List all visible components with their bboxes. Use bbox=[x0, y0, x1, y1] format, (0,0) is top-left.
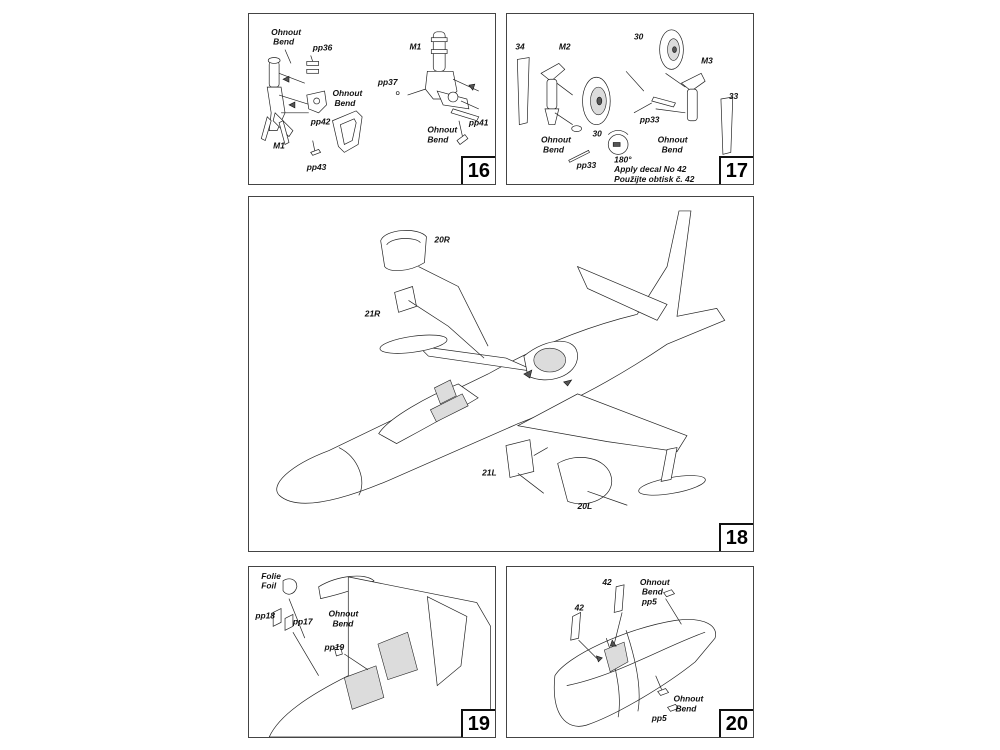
label-bend: Bend bbox=[332, 618, 354, 628]
panel-step-17: 34 M2 30 30 M3 33 pp33 Ohnout Bend Ohnou… bbox=[506, 13, 754, 185]
step-17-drawing: 34 M2 30 30 M3 33 pp33 Ohnout Bend Ohnou… bbox=[515, 29, 739, 184]
label-30: 30 bbox=[634, 32, 644, 42]
label-m1: M1 bbox=[410, 42, 422, 52]
label-ohnout: Ohnout bbox=[329, 608, 360, 618]
label-180-degrees: 180° bbox=[614, 154, 632, 164]
label-bend: Bend bbox=[427, 134, 449, 144]
label-pp18: pp18 bbox=[254, 610, 275, 620]
label-ohnout: Ohnout bbox=[658, 134, 689, 144]
label-21r: 21R bbox=[364, 308, 381, 318]
label-30: 30 bbox=[592, 129, 602, 139]
label-42: 42 bbox=[574, 602, 585, 612]
label-20r: 20R bbox=[433, 235, 450, 245]
step-19-drawing: Folie Foil pp18 pp17 Ohnout Bend pp19 bbox=[254, 571, 491, 737]
label-pp36: pp36 bbox=[312, 43, 333, 53]
label-pouzijte-obtisk: Použijte obtisk č. 42 bbox=[614, 174, 695, 184]
step-16-drawing: Ohnout Bend pp36 Ohnout Bend pp42 M1 pp4… bbox=[260, 27, 489, 172]
step-18-aircraft-drawing: 20R 21R 21L 20L bbox=[276, 210, 726, 511]
label-pp17: pp17 bbox=[292, 616, 313, 626]
panel-step-20: 42 Ohnout Bend pp5 42 Ohnout Bend pp5 20 bbox=[506, 566, 754, 738]
label-ohnout: Ohnout bbox=[427, 125, 458, 135]
label-bend: Bend bbox=[675, 703, 697, 713]
label-ohnout: Ohnout bbox=[673, 693, 704, 703]
label-pp19: pp19 bbox=[324, 642, 345, 652]
label-pp41: pp41 bbox=[468, 118, 489, 128]
panel-step-18: 20R 21R 21L 20L 18 bbox=[248, 196, 754, 552]
panel-step-16: Ohnout Bend pp36 Ohnout Bend pp42 M1 pp4… bbox=[248, 13, 496, 185]
label-bend: Bend bbox=[543, 144, 565, 154]
label-bend: Bend bbox=[662, 144, 684, 154]
label-pp42: pp42 bbox=[310, 117, 331, 127]
label-ohnout: Ohnout bbox=[332, 88, 363, 98]
label-pp33: pp33 bbox=[576, 160, 597, 170]
label-ohnout: Ohnout bbox=[271, 27, 302, 37]
step-number: 20 bbox=[718, 709, 753, 737]
label-21l: 21L bbox=[481, 467, 497, 477]
label-pp37: pp37 bbox=[377, 77, 398, 87]
label-ohnout: Ohnout bbox=[541, 134, 572, 144]
label-34: 34 bbox=[515, 42, 525, 52]
label-bend: Bend bbox=[273, 37, 295, 47]
label-ohnout: Ohnout bbox=[640, 577, 671, 587]
panel-step-19: Folie Foil pp18 pp17 Ohnout Bend pp19 19 bbox=[248, 566, 496, 738]
step-number: 19 bbox=[460, 709, 495, 737]
label-bend: Bend bbox=[642, 587, 664, 597]
label-pp5: pp5 bbox=[651, 713, 667, 723]
label-pp5: pp5 bbox=[641, 597, 657, 607]
label-33: 33 bbox=[729, 91, 739, 101]
label-42: 42 bbox=[601, 577, 612, 587]
label-apply-decal: Apply decal No 42 bbox=[613, 164, 687, 174]
label-folie: Folie bbox=[261, 571, 281, 581]
label-pp43: pp43 bbox=[306, 162, 327, 172]
label-m3: M3 bbox=[701, 55, 713, 65]
label-bend: Bend bbox=[334, 98, 356, 108]
step-number: 18 bbox=[718, 523, 753, 551]
step-number: 17 bbox=[718, 156, 753, 184]
step-number: 16 bbox=[460, 156, 495, 184]
label-m2: M2 bbox=[559, 42, 571, 52]
label-20l: 20L bbox=[577, 501, 593, 511]
label-pp33: pp33 bbox=[639, 115, 660, 125]
step-20-drawing: 42 Ohnout Bend pp5 42 Ohnout Bend pp5 bbox=[553, 577, 716, 727]
label-foil: Foil bbox=[261, 581, 277, 591]
label-m1: M1 bbox=[273, 140, 285, 150]
